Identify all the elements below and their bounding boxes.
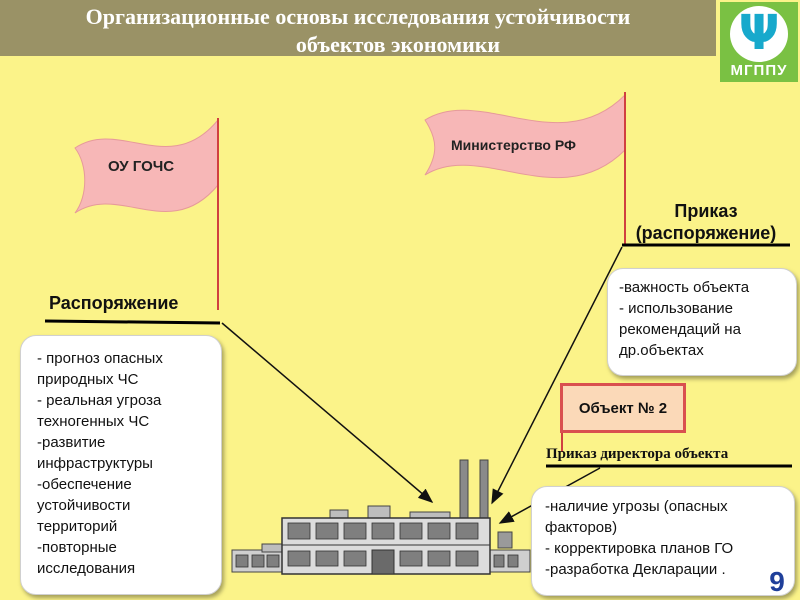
logo-text: МГППУ (730, 62, 788, 79)
right-bottom-info-box (531, 486, 795, 596)
list-item: -повторные (37, 539, 117, 556)
list-item: природных ЧС (37, 371, 139, 388)
list-item: инфраструктуры (37, 455, 153, 472)
list-item: техногенных ЧС (37, 413, 150, 430)
left-info-box (20, 335, 222, 595)
list-item: территорий (37, 518, 118, 535)
list-item: факторов) (545, 519, 618, 536)
slide-title: Организационные основы исследования усто… (0, 4, 716, 58)
list-item: - использование (619, 300, 733, 317)
list-item: устойчивости (37, 497, 131, 514)
arrow-right (491, 246, 623, 505)
arrow-left (221, 322, 434, 503)
logo-circle (730, 6, 788, 62)
list-item: -развитие (37, 434, 106, 451)
prikaz-heading: Приказ (распоряжение) (622, 200, 790, 244)
right-flag-cloth (424, 93, 626, 178)
psi-icon: Ψ (738, 5, 780, 61)
list-item: -обеспечение (37, 476, 132, 493)
prikaz-direktora-heading: Приказ директора объекта (546, 446, 729, 462)
left-flag-cloth (74, 118, 219, 214)
left-info-list: - прогноз опасных природных ЧС - реальна… (37, 348, 217, 579)
list-item: -разработка Декларации . (545, 561, 726, 578)
page-number: 9 (769, 566, 785, 597)
rasporyazhenie-underline (44, 319, 221, 325)
list-item: - корректировка планов ГО (545, 540, 734, 557)
flag-left-label: ОУ ГОЧС (108, 158, 175, 175)
list-item: рекомендаций на (619, 321, 741, 338)
prikaz-heading-line1: Приказ (674, 201, 738, 221)
prikaz-heading-line2: (распоряжение) (635, 223, 777, 243)
slide-title-line2: объектов экономики (295, 32, 501, 57)
list-item: -наличие угрозы (опасных (545, 498, 728, 515)
list-item: - реальная угроза (37, 392, 162, 409)
list-item: - прогноз опасных (37, 350, 163, 367)
right-top-info-list: -важность объекта - использование рекоме… (619, 277, 793, 361)
list-item: исследования (37, 560, 136, 577)
list-item: др.объектах (619, 342, 704, 359)
flag-right-label: Министерство РФ (451, 137, 576, 153)
factory-building (231, 459, 531, 575)
rasporyazhenie-heading: Распоряжение (49, 293, 179, 313)
list-item: -важность объекта (619, 279, 750, 296)
object-label: Объект № 2 (578, 399, 668, 417)
right-bottom-info-list: -наличие угрозы (опасных факторов) - кор… (545, 496, 793, 580)
right-top-info-box (607, 268, 797, 376)
slide-title-line1: Организационные основы исследования усто… (85, 4, 631, 29)
object-box: Объект № 2 (560, 383, 686, 433)
header-bar (0, 0, 716, 56)
